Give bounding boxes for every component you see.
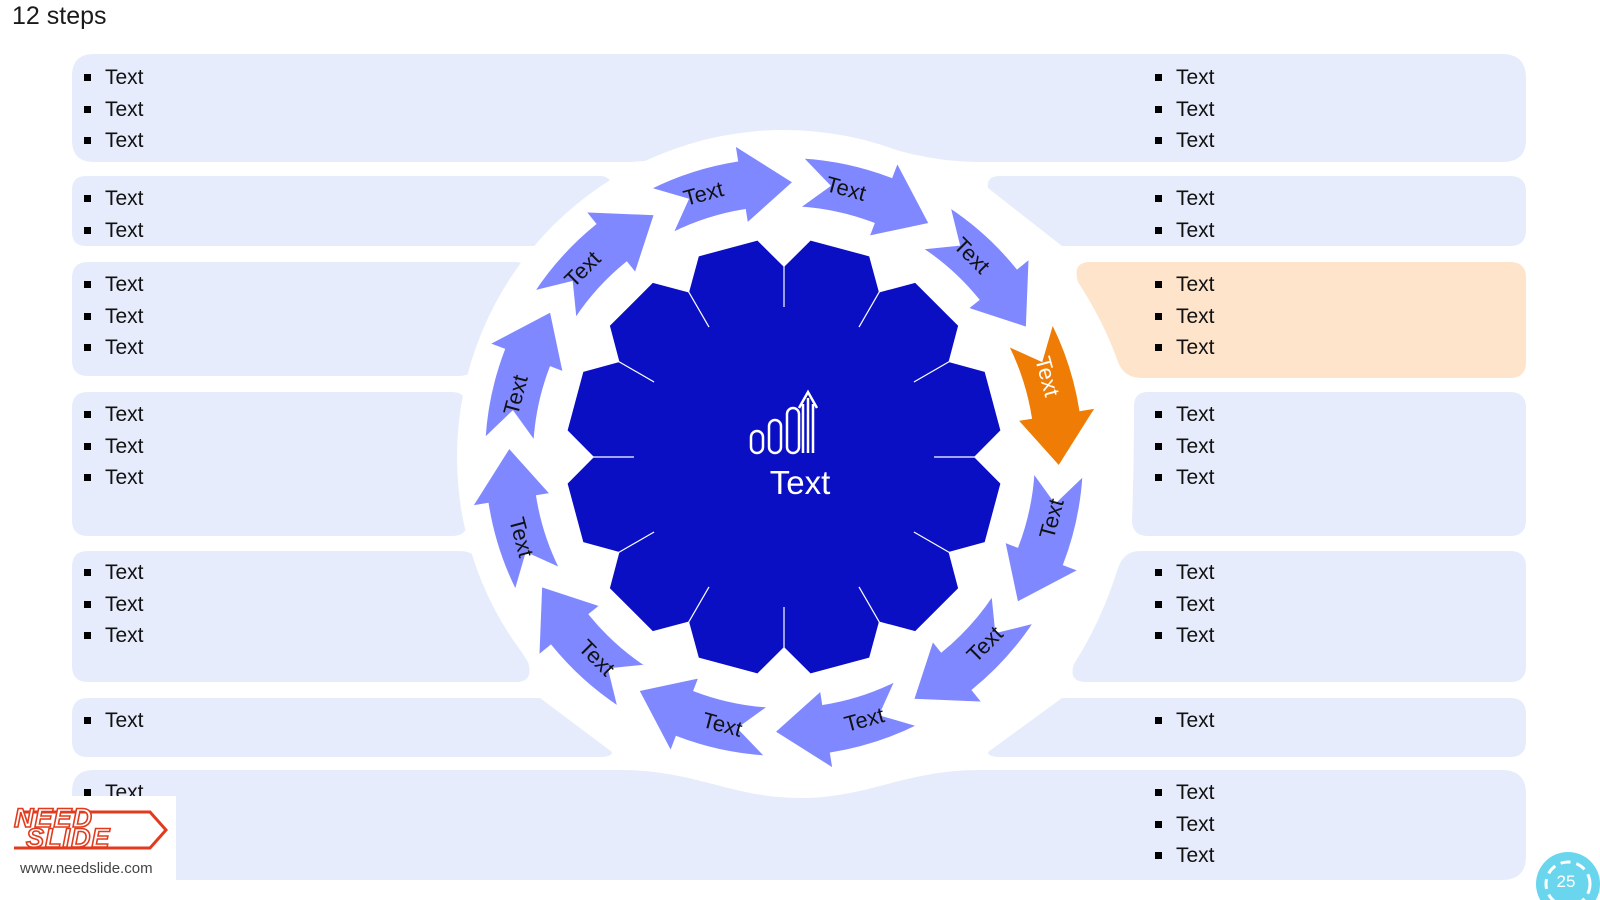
left-panel-3 [72,262,525,376]
bullet-item: Text [1155,399,1215,431]
bullet-item: Text [84,705,144,737]
bullet-item: Text [84,332,144,364]
center-divider [610,356,655,383]
bullet-item: Text [1155,705,1215,737]
step-arrow-4 [1002,469,1085,605]
bullet-item: Text [84,125,144,157]
bullet-item: Text [84,399,144,431]
center-shape [567,240,1001,674]
step-arrow-2 [919,204,1031,330]
center-divider [913,356,958,383]
bullet-item: Text [1155,809,1215,841]
step-arrow-8 [537,584,649,710]
bullet-item: Text [84,620,144,652]
bullet-item: Text [84,557,144,589]
right-panel-5 [1072,551,1526,682]
right-panel-6 [988,698,1526,757]
page-number: 25 [1556,872,1576,891]
bullet-item: Text [1155,125,1215,157]
brand-logo: NEED SLIDE www.needslide.com [0,796,176,900]
step-arrow-5 [911,592,1037,704]
left-panel-2 [72,176,612,246]
bullet-item: Text [1155,183,1215,215]
right-panel-2 [987,176,1526,246]
left-panel-5 [72,551,530,682]
center-divider [913,531,958,558]
left-panel-4 [72,392,468,536]
left-panel-7 [72,770,1526,880]
step-arrow-9 [469,445,563,594]
center-divider [683,283,710,328]
bullet-item: Text [1155,62,1215,94]
center-divider [858,586,885,631]
bullet-item: Text [84,431,144,463]
bullet-item: Text [1155,215,1215,247]
bullet-item: Text [84,215,144,247]
step-arrow-12 [647,142,796,236]
bar-chart-growth-icon [749,389,819,455]
bullet-item: Text [84,462,144,494]
bullet-item: Text [84,301,144,333]
slide-title: 12 steps [12,2,107,30]
bullet-item: Text [1155,589,1215,621]
bullet-item: Text [84,94,144,126]
center-divider [683,586,710,631]
bullet-item: Text [84,183,144,215]
right-box-6: Text [1155,705,1215,737]
step-arrow-10 [483,309,566,445]
center-divider [858,283,885,328]
bullet-item: Text [1155,557,1215,589]
right-panel-4 [1132,392,1526,536]
right-panel-3-highlight [1076,262,1526,378]
center-divider [610,531,655,558]
bullet-item: Text [1155,94,1215,126]
bullet-item: Text [1155,301,1215,333]
step-arrow-11 [531,210,657,322]
bullet-item: Text [84,269,144,301]
logo-text: NEED SLIDE [13,803,111,853]
bullet-item: Text [1155,462,1215,494]
bullet-item: Text [1155,840,1215,872]
bullet-item: Text [1155,620,1215,652]
bullet-item: Text [1155,269,1215,301]
bullet-item: Text [84,62,144,94]
center-label: Text [769,464,831,501]
bullet-item: Text [1155,777,1215,809]
brand-url: www.needslide.com [20,860,153,877]
step-arrow-7 [636,675,772,758]
left-panel-6 [72,698,612,757]
step-arrow-1 [796,156,932,239]
left-box-6: Text [84,705,144,737]
bullet-item: Text [1155,332,1215,364]
step-arrow-3 [1005,320,1099,469]
step-arrow-6 [772,678,921,772]
bullet-item: Text [84,589,144,621]
logo-frame-icon [14,810,169,850]
bullet-item: Text [1155,431,1215,463]
page-badge [1536,852,1600,900]
